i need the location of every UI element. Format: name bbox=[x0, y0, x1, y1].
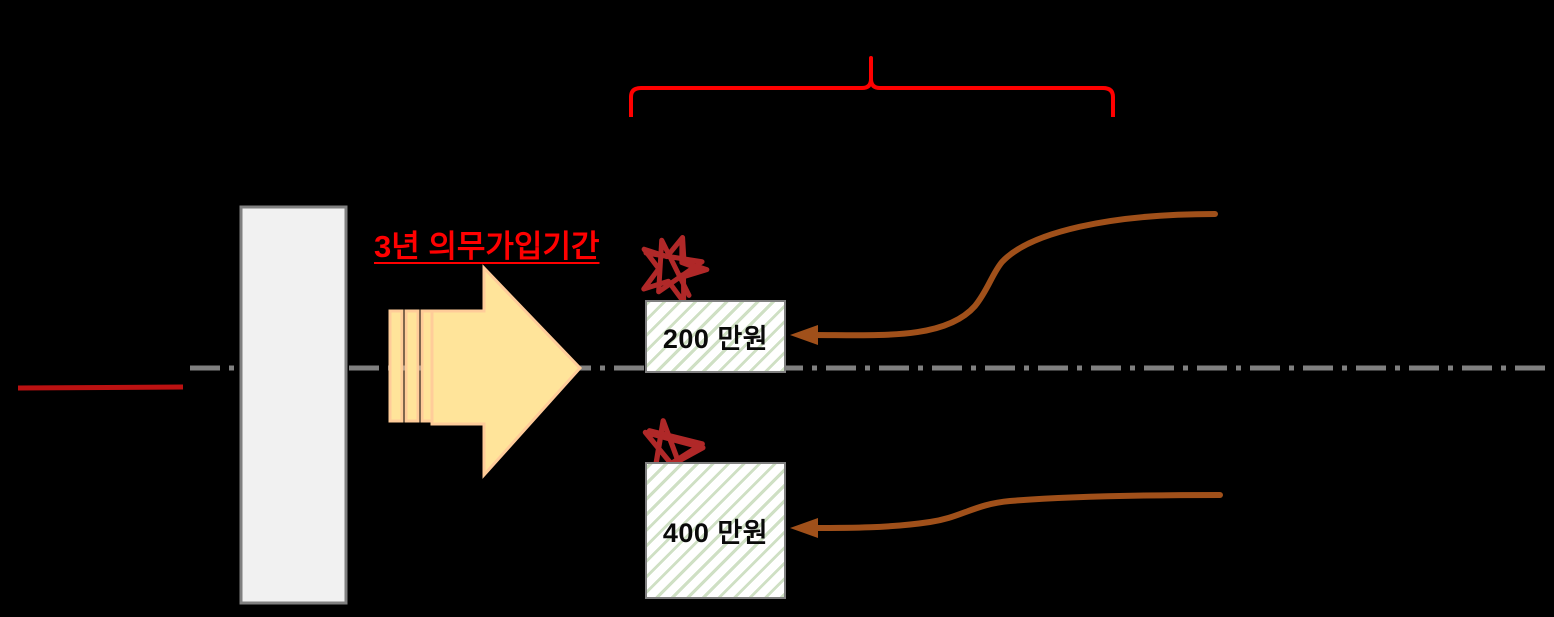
mandatory-period-label: 3년 의무가입기간 bbox=[374, 229, 600, 264]
red-curly-brace bbox=[629, 56, 1115, 117]
left-red-baseline-segment bbox=[17, 384, 184, 391]
callout-arrow-lower bbox=[790, 492, 1223, 538]
amount-box-200: 200 만원 bbox=[645, 300, 786, 373]
big-right-arrow bbox=[430, 264, 583, 479]
amount-box-400: 400 만원 bbox=[645, 462, 786, 599]
star-upper-icon bbox=[641, 235, 710, 305]
gray-period-block bbox=[239, 205, 348, 605]
callout-arrow-upper bbox=[790, 211, 1218, 345]
amount-box-200-label: 200 만원 bbox=[662, 324, 769, 354]
amount-box-400-label: 400 만원 bbox=[662, 518, 769, 548]
arrow-tail-stripes bbox=[388, 309, 436, 423]
